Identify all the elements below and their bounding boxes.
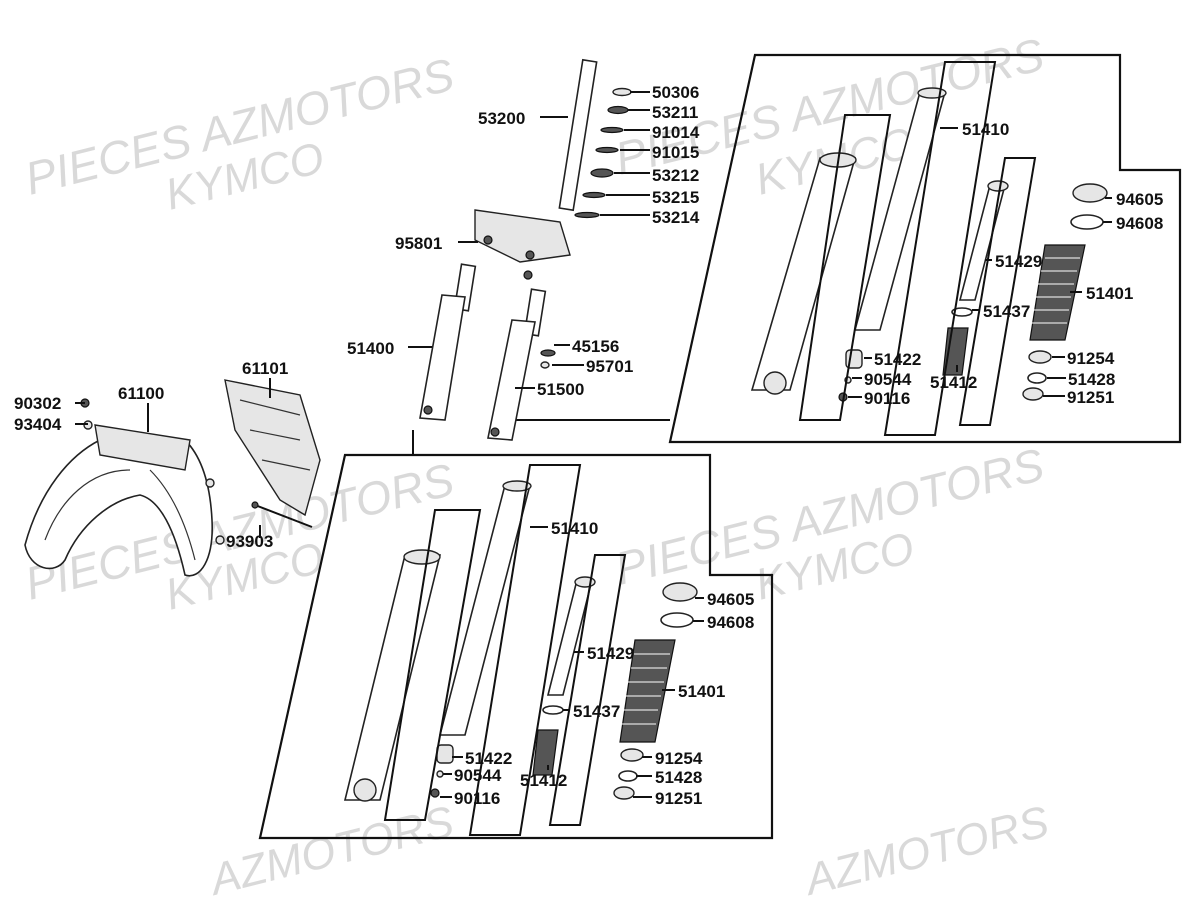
label-left-94605: 94605 bbox=[707, 590, 754, 609]
label-61101: 61101 bbox=[242, 359, 288, 378]
label-right-91254: 91254 bbox=[1067, 349, 1115, 368]
label-51500: 51500 bbox=[537, 380, 584, 399]
left-frame-strip-3 bbox=[548, 554, 627, 826]
front-fender bbox=[24, 424, 213, 577]
label-right-51412: 51412 bbox=[930, 373, 977, 392]
label-45156: 45156 bbox=[572, 337, 619, 356]
label-left-90544: 90544 bbox=[454, 766, 502, 785]
label-95801: 95801 bbox=[395, 234, 442, 253]
label-left-51412: 51412 bbox=[520, 771, 567, 790]
label-right-51410: 51410 bbox=[962, 120, 1009, 139]
label-right-91251: 91251 bbox=[1067, 388, 1114, 407]
fork-leg-right bbox=[487, 288, 556, 441]
right-frame-strip-1 bbox=[798, 114, 892, 421]
leader-lines bbox=[75, 91, 1112, 798]
label-right-51428: 51428 bbox=[1068, 370, 1115, 389]
label-left-91254: 91254 bbox=[655, 749, 703, 768]
label-left-51437: 51437 bbox=[573, 702, 620, 721]
label-right-94605: 94605 bbox=[1116, 190, 1163, 209]
part-labels: 50306 53211 91014 91015 53212 53215 5321… bbox=[14, 83, 1163, 808]
right-frame-strip-3 bbox=[958, 157, 1037, 426]
screw-93903 bbox=[254, 504, 313, 528]
right-frame-strip-2 bbox=[883, 61, 997, 436]
clip-icon bbox=[205, 478, 215, 488]
label-50306: 50306 bbox=[652, 83, 699, 102]
left-fork-frame bbox=[258, 453, 774, 840]
left-frame-strip-1 bbox=[383, 509, 482, 821]
label-left-51428: 51428 bbox=[655, 768, 702, 787]
label-91015: 91015 bbox=[652, 143, 699, 162]
label-53200: 53200 bbox=[478, 109, 525, 128]
right-fork-frame bbox=[668, 53, 1182, 444]
label-90302: 90302 bbox=[14, 394, 61, 413]
left-frame-strip-2 bbox=[468, 464, 582, 836]
label-91014: 91014 bbox=[652, 123, 700, 142]
left-fork-parts bbox=[343, 480, 698, 802]
label-left-51422: 51422 bbox=[465, 749, 512, 768]
label-93404: 93404 bbox=[14, 415, 62, 434]
fork-leg-left bbox=[419, 263, 477, 421]
watermark-short-bottom-left: AZMOTORS bbox=[203, 797, 459, 900]
screw-icon bbox=[251, 501, 259, 509]
label-right-90544: 90544 bbox=[864, 370, 912, 389]
label-61100: 61100 bbox=[118, 384, 164, 403]
label-left-90116: 90116 bbox=[454, 789, 500, 808]
label-left-94608: 94608 bbox=[707, 613, 754, 632]
label-93903: 93903 bbox=[226, 532, 273, 551]
label-53215: 53215 bbox=[652, 188, 699, 207]
inner-fender bbox=[224, 379, 321, 517]
bearing-stack bbox=[574, 87, 632, 219]
label-51400: 51400 bbox=[347, 339, 394, 358]
label-right-51422: 51422 bbox=[874, 350, 921, 369]
watermark-short-bottom-right: AZMOTORS bbox=[798, 797, 1054, 900]
label-left-51410: 51410 bbox=[551, 519, 598, 538]
steering-stem bbox=[474, 58, 598, 280]
clip-icon bbox=[215, 535, 225, 545]
label-53211: 53211 bbox=[652, 103, 698, 122]
label-left-51429: 51429 bbox=[587, 644, 634, 663]
label-right-51429: 51429 bbox=[995, 252, 1042, 271]
label-right-51437: 51437 bbox=[983, 302, 1030, 321]
label-right-90116: 90116 bbox=[864, 389, 910, 408]
label-right-94608: 94608 bbox=[1116, 214, 1163, 233]
label-53214: 53214 bbox=[652, 208, 700, 227]
label-53212: 53212 bbox=[652, 166, 699, 185]
label-left-91251: 91251 bbox=[655, 789, 702, 808]
label-left-51401: 51401 bbox=[678, 682, 725, 701]
label-95701: 95701 bbox=[586, 357, 633, 376]
label-right-51401: 51401 bbox=[1086, 284, 1133, 303]
